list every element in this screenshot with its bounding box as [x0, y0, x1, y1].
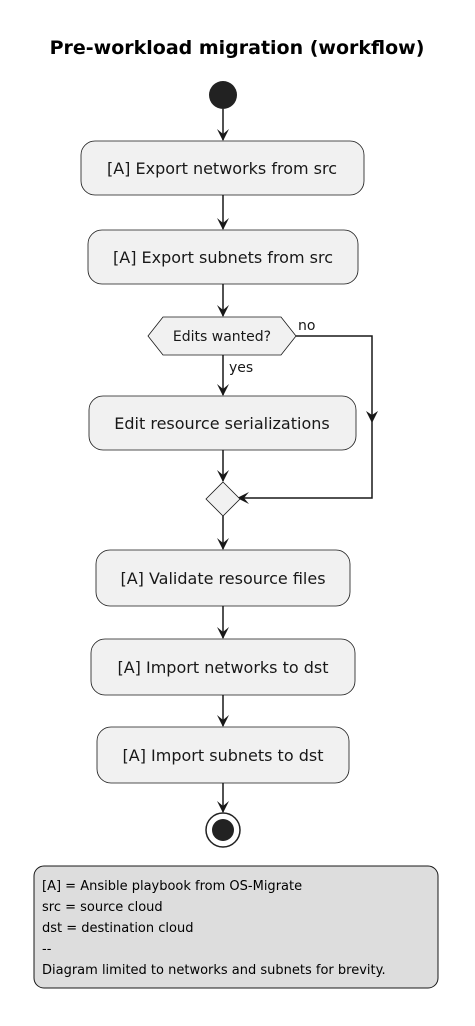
- decision-edits-wanted: Edits wanted?: [147, 316, 297, 356]
- legend: [A] = Ansible playbook from OS-Migrate s…: [33, 865, 439, 989]
- step-label: [A] Export networks from src: [107, 159, 337, 178]
- step-import-networks: [A] Import networks to dst: [90, 638, 356, 696]
- diagram-title: Pre-workload migration (workflow): [50, 37, 425, 59]
- merge-node: [205, 481, 241, 517]
- step-validate-files: [A] Validate resource files: [95, 549, 351, 607]
- end-node-core: [212, 819, 234, 841]
- step-export-networks: [A] Export networks from src: [80, 140, 365, 196]
- no-label: no: [298, 318, 315, 334]
- step-label: [A] Export subnets from src: [113, 248, 333, 267]
- yes-label: yes: [229, 360, 253, 376]
- step-import-subnets: [A] Import subnets to dst: [96, 726, 350, 784]
- legend-line: src = source cloud: [42, 900, 163, 915]
- legend-box: [33, 865, 439, 989]
- decision-question: Edits wanted?: [173, 329, 271, 345]
- step-export-subnets: [A] Export subnets from src: [87, 229, 359, 285]
- start-node: [209, 81, 237, 109]
- no-arrow-midhead: [366, 411, 378, 423]
- step-label: [A] Import networks to dst: [117, 658, 328, 677]
- legend-line: dst = destination cloud: [42, 921, 193, 936]
- step-label: [A] Import subnets to dst: [123, 746, 324, 765]
- legend-line: --: [42, 942, 52, 957]
- end-node: [205, 812, 241, 848]
- step-label: [A] Validate resource files: [120, 569, 325, 588]
- step-label: Edit resource serializations: [114, 414, 329, 433]
- step-edit-serializations: Edit resource serializations: [88, 395, 357, 451]
- legend-line: [A] = Ansible playbook from OS-Migrate: [42, 879, 302, 894]
- legend-line: Diagram limited to networks and subnets …: [42, 963, 386, 978]
